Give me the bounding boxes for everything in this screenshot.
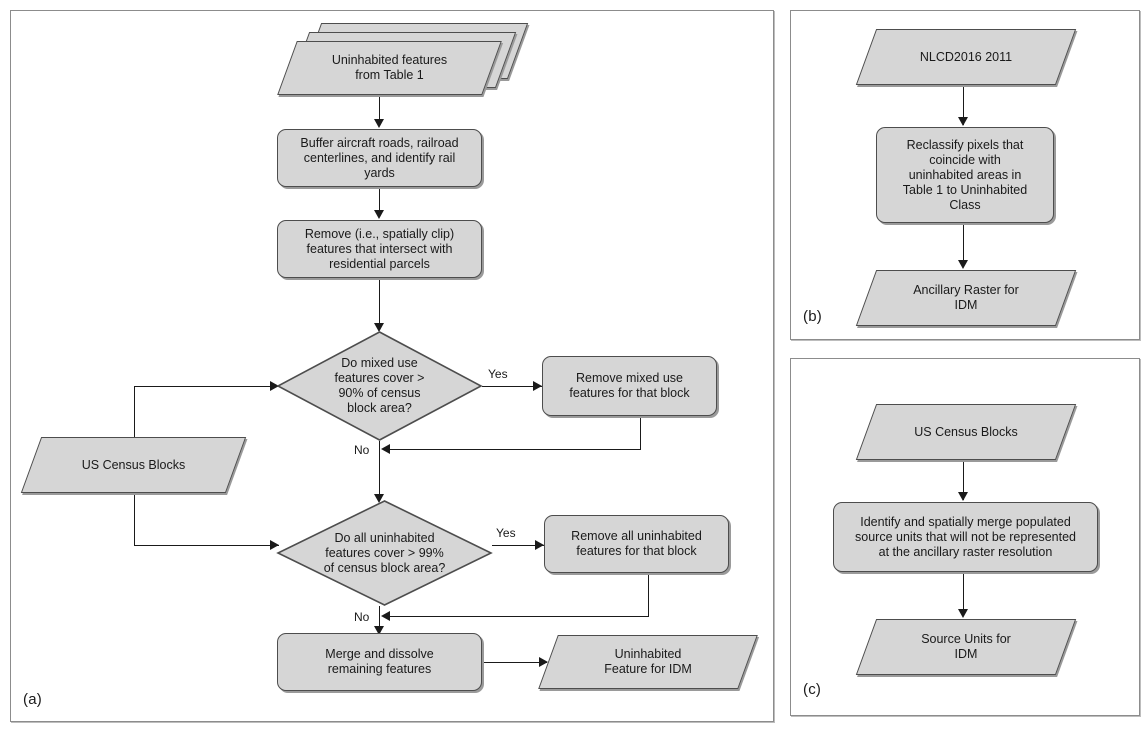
arrowhead-census-to-merge — [958, 492, 968, 501]
panel-b: NLCD2016 2011 Reclassify pixels that coi… — [790, 10, 1140, 340]
node-reclassify-step: Reclassify pixels that coincide with uni… — [876, 127, 1054, 223]
connector-mixed-return-vertical — [640, 416, 641, 450]
node-merge-dissolve: Merge and dissolve remaining features — [277, 633, 482, 691]
node-label: NLCD2016 2011 — [919, 49, 1013, 64]
panel-c-label: (c) — [803, 681, 822, 698]
arrowhead-decision1-yes — [533, 381, 542, 391]
node-decision-mixed-use: Do mixed use features cover > 90% of cen… — [277, 331, 482, 441]
arrowhead-decision2-yes — [535, 540, 544, 550]
node-ancillary-raster: Ancillary Raster for IDM — [855, 270, 1077, 326]
node-label: US Census Blocks — [914, 424, 1018, 439]
arrowhead-features-to-buffer — [374, 119, 384, 128]
node-label: Do mixed use features cover > 90% of cen… — [334, 356, 425, 415]
arrowhead-decision1-no — [374, 494, 384, 503]
arrowhead-merge-to-output — [539, 657, 548, 667]
node-decision-all-uninhabited: Do all uninhabited features cover > 99% … — [277, 500, 492, 606]
edge-label-mixed-no: No — [354, 443, 370, 457]
connector-merge-to-output — [482, 662, 547, 663]
node-buffer-step: Buffer aircraft roads, railroad centerli… — [277, 129, 482, 187]
arrowhead-census-to-decision1 — [270, 381, 279, 391]
arrowhead-uninhabited-return — [381, 611, 390, 621]
node-label: Buffer aircraft roads, railroad centerli… — [300, 135, 459, 180]
node-uninhabited-features: Uninhabited features from Table 1 — [277, 41, 502, 95]
node-remove-all-uninhabited: Remove all uninhabited features for that… — [544, 515, 729, 573]
arrowhead-mixed-return — [381, 444, 390, 454]
node-merge-source-units: Identify and spatially merge populated s… — [833, 502, 1098, 572]
arrowhead-nlcd-to-reclassify — [958, 117, 968, 126]
node-label: Uninhabited features from Table 1 — [331, 53, 448, 82]
connector-reclassify-to-raster — [963, 223, 964, 267]
diamond-outline — [277, 331, 482, 441]
connector-decision2-yes — [492, 545, 544, 546]
node-label: Uninhabited Feature for IDM — [604, 647, 692, 676]
node-nlcd-input: NLCD2016 2011 — [855, 29, 1077, 85]
edge-label-mixed-yes: Yes — [488, 367, 508, 381]
panel-b-label: (b) — [803, 308, 822, 325]
node-label: Identify and spatially merge populated s… — [855, 514, 1076, 559]
node-us-census-blocks-c: US Census Blocks — [855, 404, 1077, 460]
connector-clip-to-decision1 — [379, 278, 380, 330]
diamond-outline — [277, 500, 492, 606]
node-remove-mixed-use: Remove mixed use features for that block — [542, 356, 717, 416]
edge-label-uninhabited-yes: Yes — [496, 526, 516, 540]
panel-a: Uninhabited features from Table 1 Buffer… — [10, 10, 774, 722]
node-label: Remove (i.e., spatially clip) features t… — [304, 226, 455, 271]
connector-decision2-no — [379, 606, 380, 633]
arrowhead-decision2-no — [374, 626, 384, 635]
panel-a-label: (a) — [23, 691, 42, 708]
node-label: Source Units for IDM — [921, 632, 1011, 661]
node-label: Remove all uninhabited features for that… — [571, 529, 702, 558]
connector-census-to-merge — [963, 460, 964, 500]
connector-uninhabited-return-horizontal — [386, 616, 649, 617]
arrowhead-merge-to-source-units — [958, 609, 968, 618]
node-source-units-idm: Source Units for IDM — [855, 619, 1077, 675]
connector-census-to-decision1 — [134, 386, 279, 387]
connector-features-to-buffer — [379, 95, 380, 126]
connector-buffer-to-clip — [379, 187, 380, 217]
arrowhead-clip-to-decision1 — [374, 323, 384, 332]
node-us-census-blocks: US Census Blocks — [20, 437, 247, 493]
node-label: Reclassify pixels that coincide with uni… — [902, 137, 1028, 212]
connector-decision1-yes — [482, 386, 542, 387]
connector-merge-to-source-units — [963, 572, 964, 616]
node-remove-clip-step: Remove (i.e., spatially clip) features t… — [277, 220, 482, 278]
connector-census-to-decision2 — [134, 545, 279, 546]
node-label: Ancillary Raster for IDM — [913, 283, 1019, 312]
arrowhead-buffer-to-clip — [374, 210, 384, 219]
panel-c: US Census Blocks Identify and spatially … — [790, 358, 1140, 716]
connector-decision1-no — [379, 441, 380, 501]
node-label: Remove mixed use features for that block — [569, 371, 690, 400]
edge-label-uninhabited-no: No — [354, 610, 370, 624]
connector-mixed-return-horizontal — [386, 449, 641, 450]
arrowhead-reclassify-to-raster — [958, 260, 968, 269]
connector-nlcd-to-reclassify — [963, 85, 964, 125]
node-label: Merge and dissolve remaining features — [325, 647, 434, 676]
node-label: US Census Blocks — [81, 457, 186, 472]
connector-uninhabited-return-vertical — [648, 573, 649, 617]
arrowhead-census-to-decision2 — [270, 540, 279, 550]
node-uninhabited-feature-idm: Uninhabited Feature for IDM — [538, 635, 758, 689]
node-label: Do all uninhabited features cover > 99% … — [323, 530, 446, 575]
